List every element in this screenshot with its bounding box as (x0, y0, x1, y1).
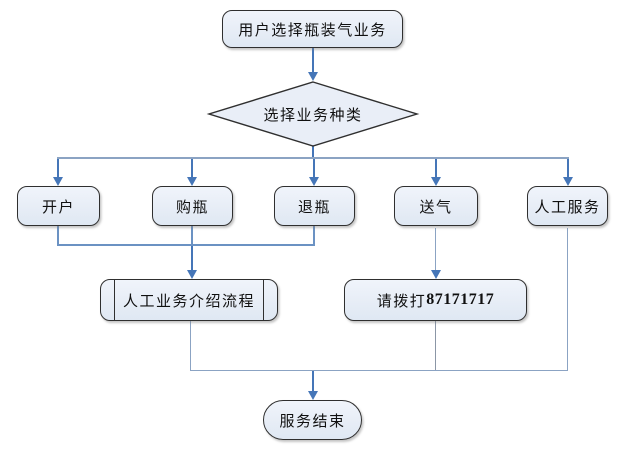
connector-branch-1-stem (57, 159, 59, 177)
node-gas-delivery: 送气 (394, 186, 478, 226)
arrowhead-into-branch-1 (53, 177, 63, 186)
connector-branch-4-stem (435, 159, 437, 177)
arrowhead-into-branch-4 (431, 177, 441, 186)
arrowhead-into-branch-2 (187, 177, 197, 186)
predefined-process-right-bar (262, 280, 264, 320)
node-buy-bottle-label: 购瓶 (175, 199, 209, 216)
connector-to-manual-intro (191, 246, 193, 270)
node-end-label: 服务结束 (279, 413, 346, 430)
arrowhead-into-call (431, 270, 441, 279)
arrowhead-into-manual-intro (187, 270, 197, 279)
node-start-label: 用户选择瓶装气业务 (238, 22, 387, 39)
connector-delivery-to-call (435, 228, 436, 270)
decision-diamond-shape (206, 81, 420, 147)
predefined-process-left-bar (114, 280, 116, 320)
connector-branch-1-down (57, 226, 59, 246)
connector-branch-2-down (191, 226, 193, 246)
node-manual-intro-label: 人工业务介绍流程 (122, 293, 255, 310)
decision-diamond (206, 81, 420, 147)
node-buy-bottle: 购瓶 (152, 186, 233, 226)
node-open-account: 开户 (17, 186, 100, 226)
connector-manual-intro-down (190, 321, 191, 371)
connector-decision-stub (312, 146, 314, 159)
arrowhead-into-branch-3 (309, 177, 319, 186)
connector-branch-3-stem (313, 159, 315, 177)
arrowhead-into-end (308, 391, 318, 400)
connector-manual-service-down (567, 228, 568, 371)
node-return-bottle: 退瓶 (274, 186, 355, 226)
connector-bottom-collector (190, 370, 568, 371)
connector-top-collector (57, 157, 569, 159)
node-gas-delivery-label: 送气 (419, 199, 453, 216)
node-end: 服务结束 (263, 400, 362, 440)
node-manual-service-label: 人工服务 (534, 199, 601, 216)
node-return-bottle-label: 退瓶 (297, 199, 331, 216)
connector-to-end (312, 371, 314, 391)
connector-call-down (435, 321, 436, 371)
connector-start-to-decision (312, 48, 314, 72)
arrowhead-into-decision (308, 72, 318, 81)
connector-sub-collector (57, 244, 315, 246)
connector-branch-5-stem (567, 159, 569, 177)
phone-number: 87171717 (426, 291, 495, 308)
arrowhead-into-branch-5 (563, 177, 573, 186)
connector-branch-3-down (313, 226, 315, 246)
node-start: 用户选择瓶装气业务 (222, 10, 403, 48)
node-open-account-label: 开户 (41, 199, 75, 216)
node-manual-service: 人工服务 (527, 186, 608, 226)
connector-branch-2-stem (191, 159, 193, 177)
node-manual-intro-process: 人工业务介绍流程 (100, 279, 278, 321)
call-prefix-label: 请拨打 (376, 293, 427, 310)
decision-label: 选择业务种类 (263, 108, 363, 124)
